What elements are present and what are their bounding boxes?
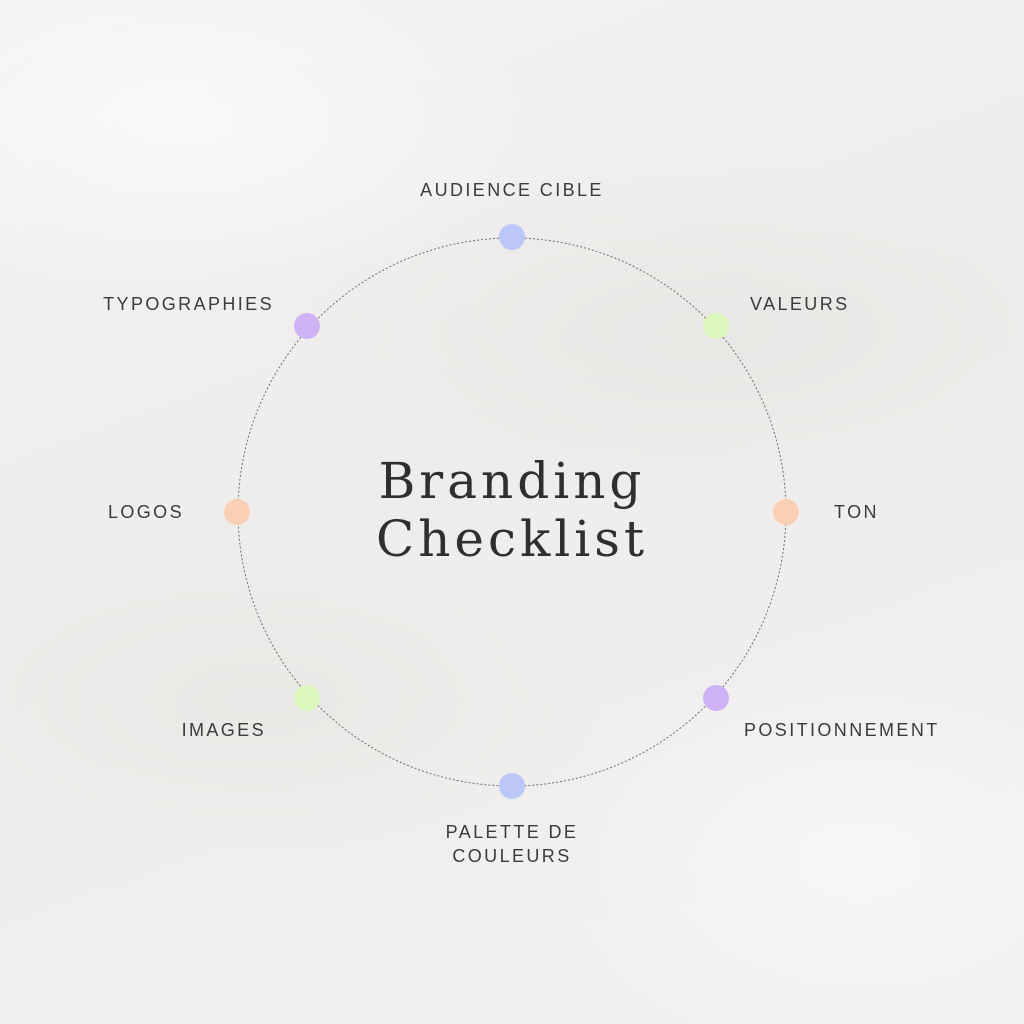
- node-audience-cible: [499, 224, 525, 250]
- title-line-2: Checklist: [375, 510, 649, 568]
- node-typographies: [294, 313, 320, 339]
- label-audience-cible: AUDIENCE CIBLE: [420, 180, 604, 200]
- diagram-title: Branding Checklist: [376, 452, 648, 568]
- label-ton: TON: [834, 502, 879, 522]
- title-line-1: Branding: [378, 452, 646, 510]
- label-images: IMAGES: [181, 720, 266, 740]
- node-valeurs: [703, 313, 729, 339]
- label-positionnement: POSITIONNEMENT: [744, 720, 940, 740]
- node-ton: [773, 499, 799, 525]
- label-typographies: TYPOGRAPHIES: [103, 294, 274, 314]
- label-palette-de-couleurs: PALETTE DE COULEURS: [445, 822, 579, 866]
- node-positionnement: [703, 685, 729, 711]
- node-images: [294, 685, 320, 711]
- node-palette-de-couleurs: [499, 773, 525, 799]
- label-logos: LOGOS: [107, 502, 184, 522]
- node-logos: [224, 499, 250, 525]
- label-valeurs: VALEURS: [750, 294, 850, 314]
